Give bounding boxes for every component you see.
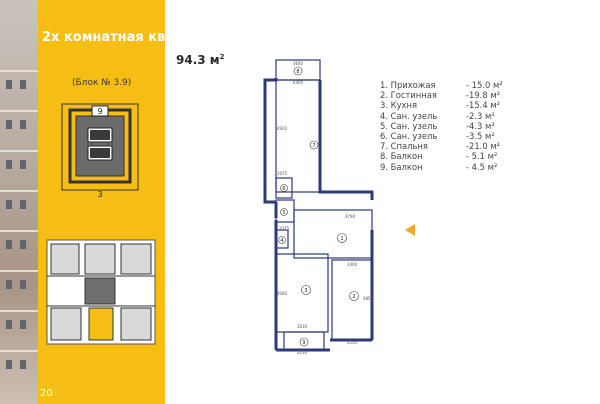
dim-bedroom-side: 4920 — [277, 126, 288, 131]
room-legend: 1. Прихожая- 15.0 м² 2. Гостинная-19.8 м… — [380, 80, 526, 172]
plan-label-4: 4 — [280, 238, 283, 244]
legend-row: 1. Прихожая- 15.0 м² — [380, 80, 503, 90]
plan-label-3: 3 — [304, 288, 307, 294]
apartment-area: 94.3 м2 — [176, 53, 225, 67]
legend-row: 5. Сан. узель-4.3 м² — [380, 120, 495, 131]
plan-label-5: 5 — [282, 210, 285, 216]
legend-row: 9. Балкон- 4.5 м² — [380, 161, 498, 172]
dim-bath-1: 1675 — [277, 171, 288, 176]
dim-hall-top: 4790 — [345, 214, 356, 219]
legend-row: 6. Сан. узель-3.5 м² — [380, 131, 495, 142]
plan-label-8: 8 — [296, 69, 299, 75]
apartment-title: 2х комнатная квартира — [42, 30, 219, 45]
dim-bedroom-top: 6400 — [293, 80, 304, 85]
apartment-plan: 3640 6400 4920 4790 1675 2075 3400 4850 … — [263, 59, 374, 355]
plan-label-1: 1 — [340, 236, 343, 242]
legend-row: 2. Гостинная-19.8 м² — [380, 90, 501, 101]
legend-row: 4. Сан. узель-2.3 м² — [380, 110, 495, 121]
dim-kitchen-side: 4000 — [277, 291, 288, 296]
plan-label-2: 2 — [352, 294, 355, 300]
plan-label-9: 9 — [302, 340, 305, 346]
building-photo — [0, 0, 38, 404]
dim-living-top: 3400 — [347, 262, 358, 267]
dim-bath-2: 2075 — [279, 226, 290, 231]
block-label: (Блок № 3.9) — [72, 78, 132, 88]
keyplan-top-number: 9 — [97, 107, 102, 116]
key-plan: 9 3 — [61, 103, 139, 198]
page-number: 20 — [40, 388, 53, 399]
dim-living-bottom: 3250 — [347, 340, 358, 345]
dim-kitchen-bottom: 3630 — [297, 324, 308, 329]
plan-label-7: 7 — [312, 143, 315, 149]
plan-label-6: 6 — [282, 186, 285, 192]
keyplan-bottom-number: 3 — [97, 190, 102, 198]
legend-row: 7. Спальня-21.0 м² — [380, 141, 501, 152]
entrance-arrow-icon — [405, 224, 415, 236]
floor-plan-thumbnail — [46, 239, 156, 345]
legend-row: 8. Балкон- 5.1 м² — [380, 151, 498, 162]
dim-top-balcony: 3640 — [293, 61, 304, 66]
dim-balcony-bottom: 3230 — [297, 350, 308, 355]
legend-row: 3. Кухня-15.4 м² — [380, 100, 501, 111]
dim-living-side: 4850 — [363, 296, 374, 301]
